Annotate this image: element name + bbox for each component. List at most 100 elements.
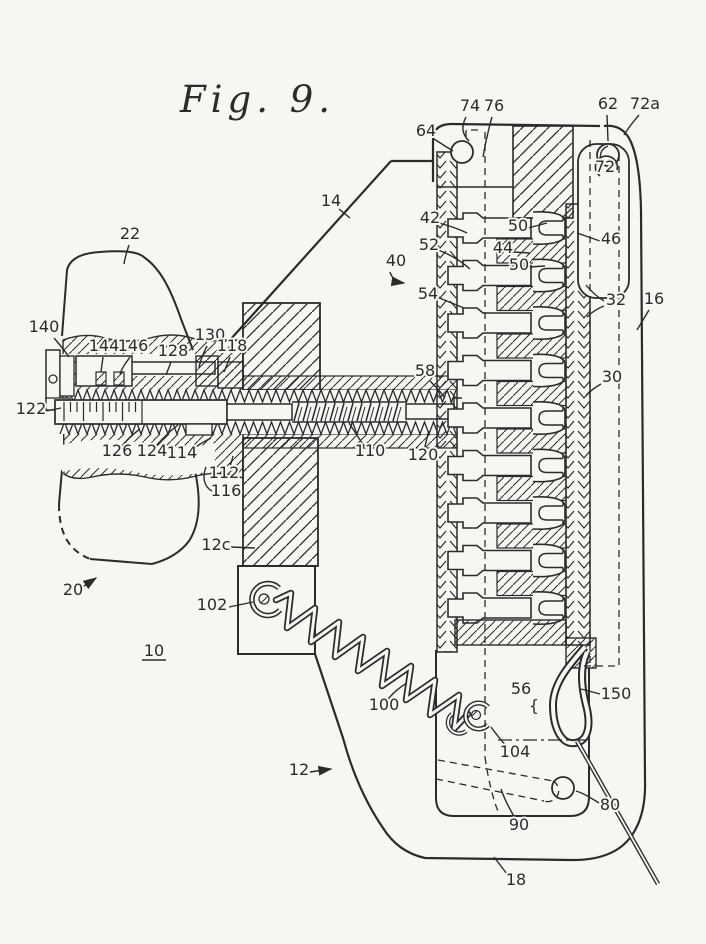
leader-line	[123, 244, 130, 265]
leader-line	[636, 309, 650, 331]
ref-numeral-114: 114	[167, 443, 198, 462]
anchor-pin-102	[258, 593, 270, 605]
ref-numeral-102: 102	[197, 595, 228, 614]
ref-numeral-62: 62	[598, 94, 618, 113]
fastener-stack	[447, 211, 567, 625]
ref-numeral-44: 44	[493, 238, 513, 257]
follower-pin-80	[551, 776, 575, 800]
fastener-clip-50	[532, 543, 566, 578]
ref-numeral-150: 150	[601, 684, 632, 703]
leader-line	[387, 682, 408, 700]
fastener	[447, 307, 532, 339]
leader-line	[580, 688, 601, 695]
fastener-clip-50	[532, 258, 566, 293]
leader-line	[423, 430, 430, 451]
ref-numeral-46: 46	[601, 229, 621, 248]
leader-line	[309, 765, 333, 776]
ref-numeral-52: 52	[419, 235, 439, 254]
leader-line	[436, 296, 465, 309]
ref-numeral-128: 128	[158, 341, 189, 360]
leader-line	[482, 116, 493, 158]
coil-spring-100	[249, 580, 490, 736]
ref-numeral-12c: 12c	[201, 535, 230, 554]
fastener-clip-50	[532, 496, 566, 530]
leader-line	[189, 437, 212, 452]
leader-line	[500, 788, 516, 819]
ref-numeral-130: 130	[195, 325, 226, 344]
fastener-clip-50	[532, 353, 566, 388]
bracket-screw-hole	[48, 374, 58, 384]
ref-numeral-146: 146	[118, 336, 149, 355]
fin-outline	[58, 250, 200, 565]
leader-line	[437, 249, 471, 270]
ref-numeral-104: 104	[500, 742, 531, 761]
thread-profile	[59, 388, 457, 436]
fastener	[447, 354, 532, 387]
leader-line	[599, 145, 609, 162]
slot-90	[437, 759, 554, 782]
center-post	[512, 125, 574, 219]
leader-line	[576, 232, 601, 242]
leader-line	[154, 424, 179, 448]
leader-line	[433, 138, 454, 152]
ref-numeral-72: 72	[595, 157, 615, 176]
leader-line	[228, 455, 234, 470]
leader-line	[623, 114, 640, 136]
fastener-clip-50	[532, 448, 566, 483]
leader-line	[462, 116, 470, 142]
ref-numeral-12: 12	[289, 760, 309, 779]
ref-numeral-50: 50	[508, 216, 528, 235]
ref-numeral-124: 124	[137, 441, 168, 460]
ref-numeral-50: 50	[509, 255, 529, 274]
magazine-cap-outline	[431, 122, 601, 182]
ref-numeral-30: 30	[602, 367, 622, 386]
leader-line	[585, 383, 602, 397]
key-114	[185, 423, 213, 436]
leader-line	[338, 208, 351, 219]
rod-core	[226, 403, 293, 421]
spacer-44	[496, 523, 567, 549]
ref-numeral-22: 22	[120, 224, 140, 243]
threaded-section-110	[292, 401, 406, 423]
leader-line	[512, 251, 531, 254]
ref-numeral-64: 64	[416, 121, 436, 140]
leader-line	[528, 265, 546, 268]
ref-numeral-126: 126	[102, 441, 133, 460]
ref-numeral-54: 54	[418, 284, 438, 303]
ref-numeral-122: 122	[16, 399, 47, 418]
spacer-44	[496, 475, 567, 502]
leader-line	[100, 356, 104, 373]
leaf-spring-150	[548, 644, 660, 886]
guide-118	[217, 361, 244, 389]
leader-line	[493, 856, 508, 875]
ref-numeral-112: 112	[209, 463, 240, 482]
ref-numeral-10: 10	[144, 641, 164, 660]
ref-numeral-76: 76	[484, 96, 504, 115]
leader-line	[230, 546, 256, 549]
clamp-jaw-146	[113, 371, 125, 386]
ref-numeral-14: 14	[321, 191, 341, 210]
fastener-clip-50	[532, 306, 566, 340]
mount-block-section	[52, 302, 458, 567]
ref-numeral-100: 100	[369, 695, 400, 714]
fastener-clip-50	[532, 211, 566, 245]
ref-numeral-144: 144	[89, 336, 120, 355]
ref-numeral-56: 56	[511, 679, 531, 698]
graduated-tube-122	[54, 399, 228, 425]
ref-numeral-40: 40	[386, 251, 406, 270]
leader-line	[228, 601, 254, 608]
hidden-lines	[435, 129, 620, 815]
ref-numeral-18: 18	[506, 870, 526, 889]
leader-line	[53, 337, 70, 358]
ref-numeral-32: 32	[606, 290, 626, 309]
block-12c	[242, 437, 319, 567]
leader-line	[203, 466, 213, 492]
fastener	[447, 402, 532, 434]
leader-line	[45, 407, 62, 412]
fastener	[447, 212, 532, 244]
leader-line	[165, 361, 172, 376]
fastener	[447, 592, 532, 624]
ref-numeral-16: 16	[644, 289, 664, 308]
fastener	[447, 449, 532, 482]
